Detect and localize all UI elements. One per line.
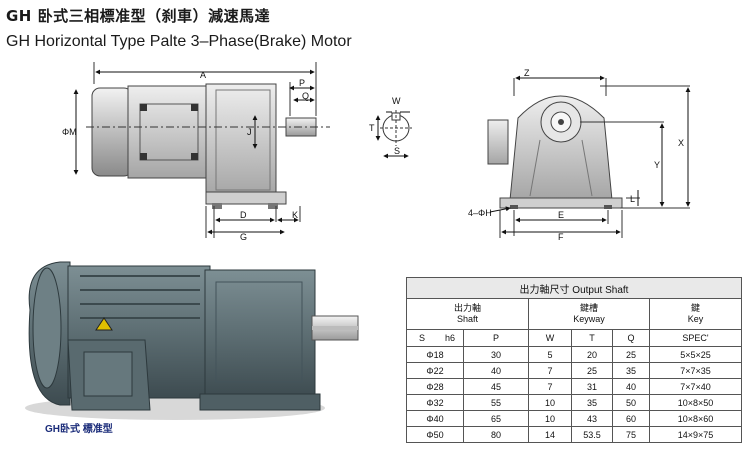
dim-label-s: S — [394, 146, 400, 156]
table-cell: 55 — [463, 394, 529, 411]
column-header-s: S — [406, 329, 437, 347]
group-header-key: 鍵 Key — [649, 298, 742, 330]
dim-label-d: D — [240, 210, 247, 220]
group-header-keyway: 鍵槽 Keyway — [528, 298, 650, 330]
page-title-chinese: GH 卧式三相標准型（刹車）減速馬達 — [6, 7, 271, 25]
column-header-h6: h6 — [437, 329, 464, 347]
keyway-detail-drawing: W T S — [369, 96, 412, 159]
table-cell: 40 — [463, 362, 529, 379]
column-header-q: Q — [612, 329, 650, 347]
column-header-w: W — [528, 329, 572, 347]
column-header-p: P — [463, 329, 529, 347]
table-cell: 5 — [528, 346, 572, 363]
group-header-shaft: 出力軸 Shaft — [406, 298, 529, 330]
table-cell: Φ28 — [406, 378, 464, 395]
table-cell: Φ18 — [406, 346, 464, 363]
table-cell: 45 — [463, 378, 529, 395]
table-cell: 75 — [612, 426, 650, 443]
table-cell: 10×8×50 — [649, 394, 742, 411]
table-cell: 65 — [463, 410, 529, 427]
table-cell: 7×7×35 — [649, 362, 742, 379]
dim-label-l: L — [630, 194, 635, 204]
dim-label-f: F — [558, 232, 564, 242]
column-header-spec: SPEC' — [649, 329, 742, 347]
motor-photo — [25, 261, 359, 420]
dim-label-y: Y — [654, 160, 660, 170]
table-cell: 10 — [528, 410, 572, 427]
side-view-drawing: A P Q ΦM J D K G — [62, 62, 330, 242]
table-cell: 25 — [571, 362, 613, 379]
column-header-t: T — [571, 329, 613, 347]
table-cell: Φ32 — [406, 394, 464, 411]
dim-label-z: Z — [524, 68, 530, 78]
table-cell: 14×9×75 — [649, 426, 742, 443]
table-cell: 10 — [528, 394, 572, 411]
table-cell: 35 — [571, 394, 613, 411]
dim-label-e: E — [558, 210, 564, 220]
table-cell: 31 — [571, 378, 613, 395]
dim-label-g: G — [240, 232, 247, 242]
dim-label-p: P — [299, 78, 305, 88]
table-cell: 20 — [571, 346, 613, 363]
table-cell: 30 — [463, 346, 529, 363]
table-cell: 25 — [612, 346, 650, 363]
table-cell: 40 — [612, 378, 650, 395]
table-cell: 5×5×25 — [649, 346, 742, 363]
dim-label-k: K — [292, 210, 298, 220]
table-title: 出力軸尺寸 Output Shaft — [406, 277, 742, 299]
table-cell: Φ40 — [406, 410, 464, 427]
dim-label-q: Q — [302, 91, 309, 101]
dim-label-a: A — [200, 70, 206, 80]
table-cell: 80 — [463, 426, 529, 443]
dim-label-j: J — [247, 127, 252, 137]
table-cell: 53.5 — [571, 426, 613, 443]
table-cell: 7 — [528, 378, 572, 395]
table-cell: 35 — [612, 362, 650, 379]
front-view-drawing: Z X Y E F 4–ΦH L — [468, 68, 691, 242]
dim-label-w: W — [392, 96, 401, 106]
table-cell: Φ50 — [406, 426, 464, 443]
table-cell: 43 — [571, 410, 613, 427]
output-shaft-table: 出力軸尺寸 Output Shaft 出力軸 Shaft 鍵槽 Keyway 鍵… — [406, 277, 742, 443]
table-cell: 14 — [528, 426, 572, 443]
dim-label-t: T — [369, 123, 375, 133]
photo-caption: GH卧式 標准型 — [45, 424, 113, 435]
dim-label-h: 4–ΦH — [468, 208, 492, 218]
table-cell: Φ22 — [406, 362, 464, 379]
table-cell: 50 — [612, 394, 650, 411]
table-cell: 60 — [612, 410, 650, 427]
table-cell: 10×8×60 — [649, 410, 742, 427]
dim-label-x: X — [678, 138, 684, 148]
table-cell: 7 — [528, 362, 572, 379]
dim-label-m: ΦM — [62, 127, 77, 137]
page-title-english: GH Horizontal Type Palte 3–Phase(Brake) … — [6, 33, 352, 50]
table-cell: 7×7×40 — [649, 378, 742, 395]
